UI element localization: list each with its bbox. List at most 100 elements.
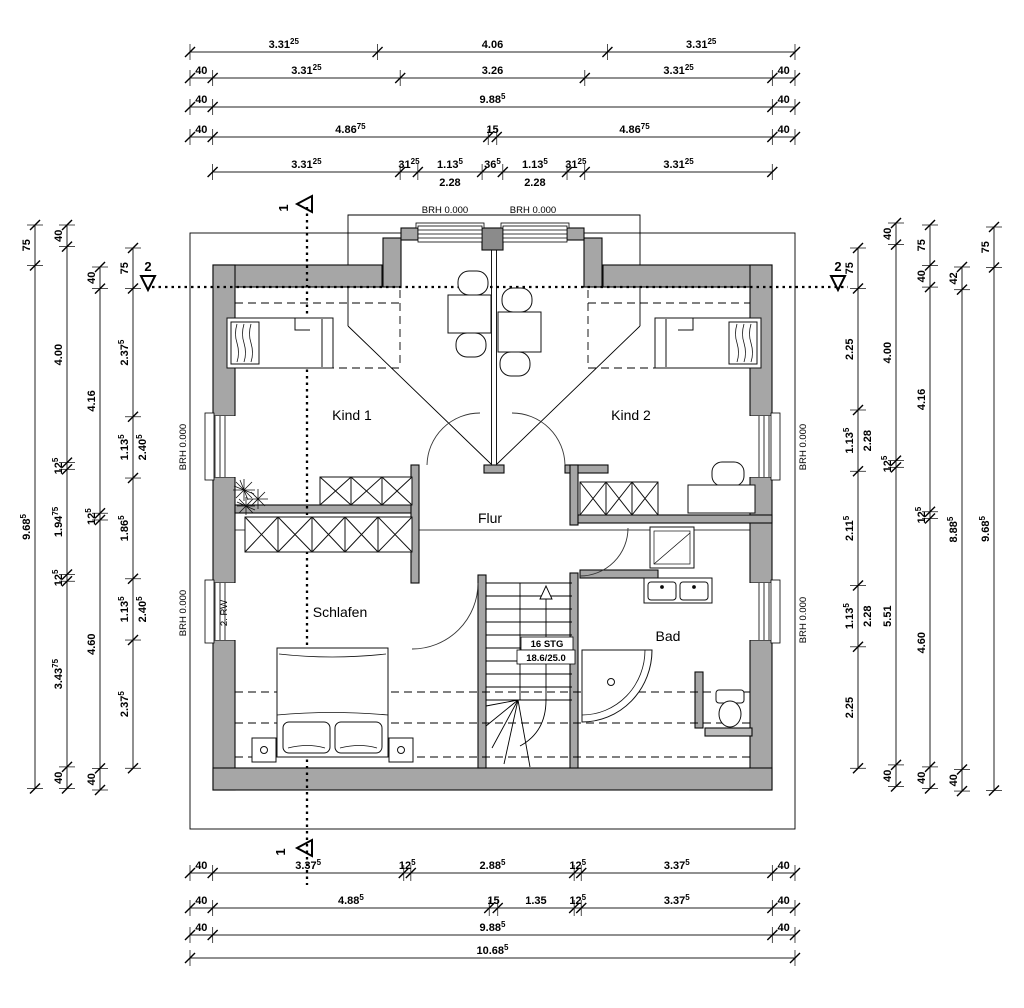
section-marker-1-top-icon (294, 194, 313, 214)
dim-tick (890, 780, 902, 792)
section-markers (139, 194, 847, 858)
dim-label: 1.9475 (51, 506, 65, 537)
dim-tick (94, 261, 106, 273)
bed-kind1 (226, 317, 334, 369)
dim-label: 4.16 (916, 389, 928, 410)
dim-tick (394, 72, 406, 84)
room-label-kind2: Kind 2 (611, 407, 651, 423)
dim-label: 40 (53, 772, 65, 784)
dim-label: 125 (84, 508, 98, 525)
dim-label: 1.135 (437, 157, 463, 171)
wall-left-2 (212, 476, 236, 584)
dim-tick (184, 929, 196, 941)
dim-tick (94, 762, 106, 774)
brh-label-dormer-left: BRH 0.000 (422, 205, 468, 216)
dim-tick (924, 782, 936, 794)
dim-tick (184, 867, 196, 879)
dim-label: 75 (844, 262, 856, 274)
door-arc-schlafen (411, 582, 479, 650)
dim-tick (766, 929, 778, 941)
dim-tick (789, 952, 801, 964)
dim-tick (61, 463, 73, 475)
dim-tick (924, 506, 936, 518)
dim-tick (94, 784, 106, 796)
dim-tick (207, 101, 219, 113)
dim-label: 40 (778, 65, 790, 77)
dim-label: 4.60 (86, 633, 98, 654)
window-right-1-glazing (758, 416, 770, 477)
brh-label-dormer-right: BRH 0.000 (510, 205, 556, 216)
dim-tick (789, 867, 801, 879)
dim-label: 40 (948, 774, 960, 786)
dim-tick (852, 580, 864, 591)
stair-walk-line (519, 590, 547, 747)
section-label-1-bottom: 1 (273, 848, 288, 855)
section-marker-2-right-icon (829, 275, 847, 293)
dim-tick (184, 46, 196, 58)
window-left-2-glazing (214, 583, 226, 640)
dim-label: 1.135 (842, 603, 856, 629)
dim-label: 3.26 (482, 65, 503, 77)
dim-tick (127, 762, 139, 774)
window-right-2-glazing (758, 583, 770, 640)
wardrobe-kind1 (319, 476, 413, 506)
wall-kind1-schlafen (234, 504, 413, 514)
dim-label: 1.135 (842, 427, 856, 453)
shaft-mirror-bad (649, 526, 695, 569)
window-left-2-sill (204, 579, 215, 644)
dim-label: 1.135 (117, 596, 131, 622)
dim-tick (412, 166, 424, 178)
dim-tick (789, 72, 801, 84)
dim-tick (94, 283, 106, 295)
rw-label: 2. RW (219, 600, 230, 626)
dim-label: 2.28 (862, 430, 874, 451)
dim-label: 125 (880, 455, 894, 472)
wardrobe-kind2 (579, 481, 659, 516)
dim-tick (184, 902, 196, 914)
section-marker-2-left-icon (139, 275, 157, 293)
dormer-center-mullion-line (491, 250, 497, 466)
dim-label: 4.8675 (335, 122, 366, 136)
dim-label: 3.3125 (269, 37, 300, 51)
dim-tick (482, 131, 494, 143)
dim-label: 40 (778, 124, 790, 136)
dim-tick (184, 131, 196, 143)
dim-tick (29, 260, 41, 271)
dim-tick (852, 465, 864, 477)
dormer-wall-right (583, 237, 603, 288)
dim-tick (852, 242, 864, 254)
dim-tick (207, 166, 219, 178)
washbasin-bad (643, 577, 713, 604)
window-right-1-sill (770, 412, 781, 481)
dormer-window-right-glazing (503, 229, 567, 239)
wall-stair-east (569, 572, 579, 769)
dim-label: 2.115 (842, 515, 856, 541)
dim-tick (94, 507, 106, 519)
dim-tick (184, 101, 196, 113)
dim-tick (491, 131, 503, 143)
dim-label: 4.8675 (619, 122, 650, 136)
room-label-schlafen: Schlafen (313, 604, 367, 620)
plant-kind1 (233, 479, 268, 515)
dim-tick (988, 262, 1000, 273)
dim-tick (579, 72, 591, 84)
dim-tick (492, 902, 504, 914)
dim-label: 4.60 (916, 632, 928, 653)
toilet-bad (715, 689, 745, 728)
wall-flur-east (569, 464, 579, 526)
dim-tick (956, 763, 968, 775)
doors (411, 412, 629, 650)
dim-tick (956, 284, 968, 296)
dim-tick (789, 131, 801, 143)
dim-tick (61, 782, 73, 794)
dim-tick (575, 902, 587, 914)
wardrobe-schlafen (244, 516, 413, 553)
dim-tick (852, 762, 864, 774)
dim-label: 1.35 (525, 895, 546, 907)
dim-label: 2.25 (844, 339, 856, 360)
room-label-kind1: Kind 1 (332, 407, 372, 423)
dormer-front-left (400, 227, 419, 241)
dim-tick (924, 281, 936, 293)
door-arc-kind2 (511, 412, 566, 466)
